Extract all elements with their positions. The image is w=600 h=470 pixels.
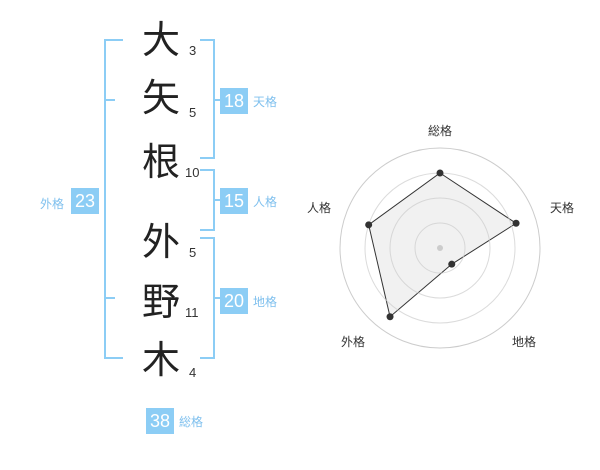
stroke-count-3: 10 (185, 165, 200, 180)
radar-point-0 (436, 169, 444, 177)
soukaku-label: 総格 (179, 415, 204, 429)
soukaku-value: 38 (146, 408, 174, 434)
stroke-count-6: 4 (189, 365, 197, 380)
gaikaku-value: 23 (71, 188, 99, 214)
radar-label-soukaku: 総格 (428, 124, 453, 138)
radar-point-2 (448, 260, 456, 268)
radar-point-1 (512, 219, 520, 227)
radar-polygon (368, 172, 518, 318)
tenkaku-bracket (200, 39, 220, 159)
surname-char-3: 根 (141, 140, 180, 184)
surname-char-1: 大 (141, 18, 180, 62)
stroke-count-4: 5 (189, 245, 197, 260)
given-char-3: 木 (141, 338, 180, 382)
gaikaku-label: 外格 (40, 197, 65, 211)
tenkaku-label: 天格 (253, 95, 278, 109)
jinkaku-bracket (200, 169, 220, 231)
radar-ring-overlay-2 (389, 197, 491, 299)
given-char-1: 外 (141, 220, 180, 264)
gaikaku-bracket (104, 39, 123, 359)
stroke-count-5: 11 (185, 305, 199, 320)
radar-point-4 (365, 221, 373, 229)
jinkaku-value: 15 (220, 188, 248, 214)
radar-label-tenkaku: 天格 (550, 201, 575, 215)
jinkaku-label: 人格 (253, 195, 278, 209)
radar-label-chikaku: 地格 (512, 335, 537, 349)
stroke-count-1: 3 (189, 43, 197, 58)
chikaku-label: 地格 (253, 295, 278, 309)
tenkaku-value: 18 (220, 88, 248, 114)
radar-ring-overlay-1 (414, 222, 466, 274)
given-char-2: 野 (141, 280, 180, 324)
stroke-count-2: 5 (189, 105, 197, 120)
radar-label-jinkaku: 人格 (307, 201, 332, 215)
chikaku-value: 20 (220, 288, 248, 314)
radar-label-gaikaku: 外格 (341, 335, 366, 349)
surname-char-2: 矢 (141, 76, 180, 120)
radar-center (437, 245, 443, 251)
radar-point-3 (386, 313, 394, 321)
chikaku-bracket (200, 237, 220, 359)
